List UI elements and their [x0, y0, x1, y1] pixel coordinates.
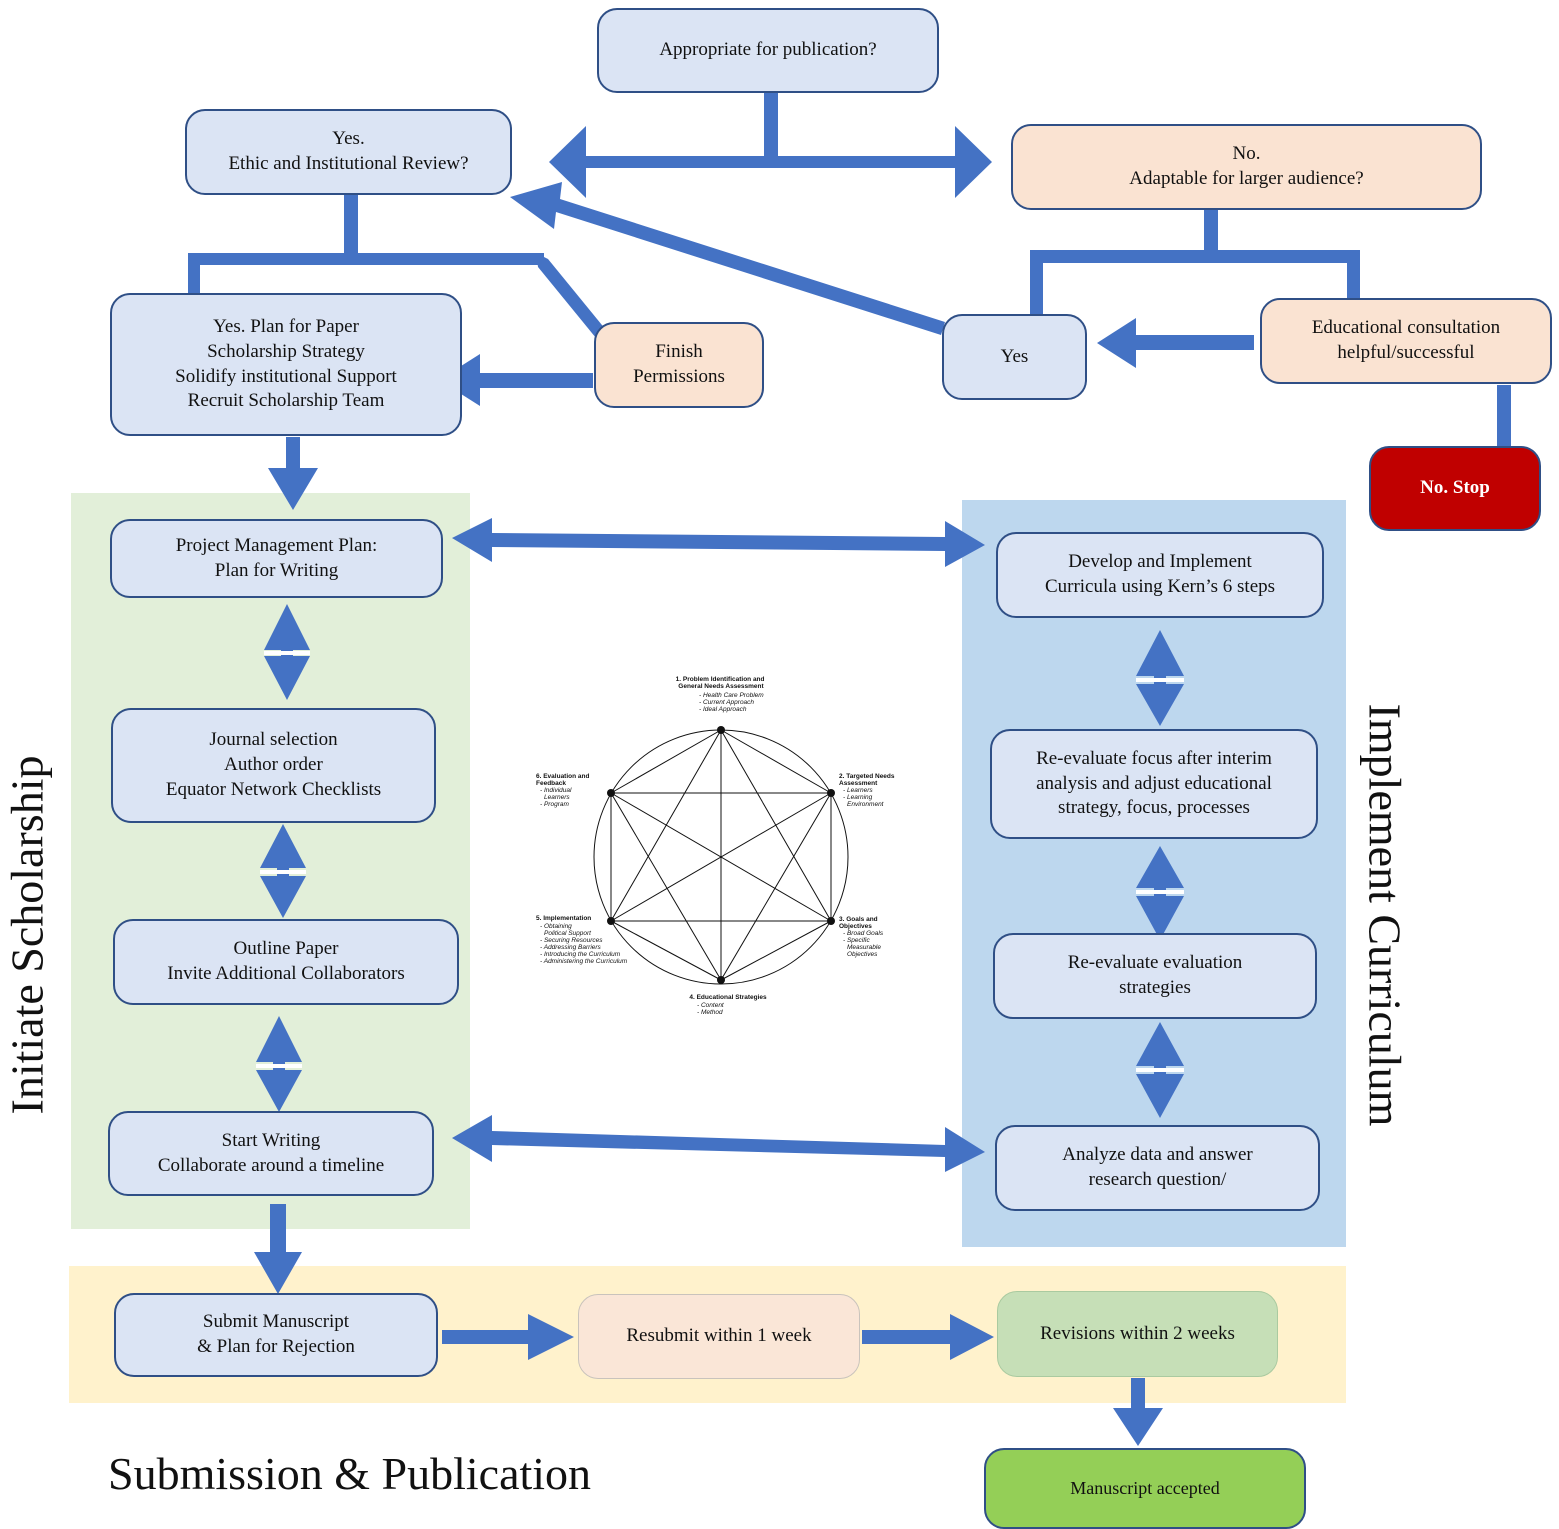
kern-list-item: Political Support [544, 930, 592, 937]
educational-consultation-box: Educational consultation helpful/success… [1260, 298, 1552, 384]
no-adaptable-box: No. Adaptable for larger audience? [1011, 124, 1482, 210]
kern-list-item: - Obtaining [540, 923, 572, 930]
arrow-finish-to-plan [439, 354, 593, 406]
journal-selection-box: Journal selection Author order Equator N… [111, 708, 436, 823]
double-arrow-project-develop [452, 518, 985, 567]
appropriate-for-publication-box: Appropriate for publication? [597, 8, 939, 93]
kern-list-item: - Introducing the Curriculum [540, 951, 621, 958]
kern-diagram-background [495, 655, 937, 1021]
kern-step1-items: - Health Care Problem- Current Approach-… [699, 692, 764, 713]
kern-list-item: - Addressing Barriers [540, 944, 602, 951]
kern-list-item: - Administering the Curriculum [540, 958, 628, 965]
reevaluate-evaluation-box: Re-evaluate evaluation strategies [993, 933, 1317, 1019]
manuscript-accepted-box: Manuscript accepted [984, 1448, 1306, 1529]
kern-list-item: - Specific [843, 937, 870, 944]
kern-step3-title: 3. Goals and Objectives [839, 916, 879, 930]
kern-list-item: - Content [697, 1002, 725, 1009]
connector-to-finish-permissions [536, 253, 606, 338]
arrow-submit-to-resubmit [442, 1314, 574, 1360]
develop-implement-box: Develop and Implement Curricula using Ke… [996, 532, 1324, 618]
kern-list-item: Learners [544, 794, 570, 801]
finish-permissions-box: Finish Permissions [594, 322, 764, 408]
project-management-plan-box: Project Management Plan: Plan for Writin… [110, 519, 443, 598]
submission-publication-label: Submission & Publication [108, 1448, 592, 1499]
kern-list-item: - Learners [843, 787, 873, 794]
yes-box: Yes [942, 314, 1087, 400]
double-arrow-yes-no [549, 126, 992, 198]
kern-step5-title: 5. Implementation [536, 915, 591, 922]
arrow-consultation-to-yes [1097, 318, 1254, 368]
arrow-resubmit-to-revisions [862, 1314, 994, 1360]
submit-manuscript-box: Submit Manuscript & Plan for Rejection [114, 1293, 438, 1377]
kern-six-steps-diagram: 1. Problem Identification and General Ne… [536, 676, 896, 1016]
kern-list-item: - Broad Goals [843, 930, 884, 937]
connector-appropriate-stem [764, 92, 778, 156]
yes-ethic-review-box: Yes. Ethic and Institutional Review? [185, 109, 512, 195]
kern-node-2 [827, 789, 835, 797]
resubmit-box: Resubmit within 1 week [578, 1294, 860, 1379]
kern-list-item: - Health Care Problem [699, 692, 764, 699]
kern-node-6 [607, 789, 615, 797]
kern-step4-items: - Content- Method [697, 1002, 725, 1016]
kern-node-4 [717, 976, 725, 984]
connector-ethic-stem [344, 195, 358, 265]
no-stop-box: No. Stop [1369, 446, 1541, 531]
double-arrow-writing-analyze [452, 1115, 985, 1172]
kern-node-5 [607, 917, 615, 925]
revisions-box: Revisions within 2 weeks [997, 1291, 1278, 1377]
outline-paper-box: Outline Paper Invite Additional Collabor… [113, 919, 459, 1005]
arrow-revisions-to-accepted [1113, 1378, 1163, 1446]
kern-list-item: Environment [847, 801, 885, 808]
arrow-yes-to-ethic [510, 182, 945, 335]
kern-node-3 [827, 917, 835, 925]
yes-plan-for-paper-box: Yes. Plan for Paper Scholarship Strategy… [110, 293, 462, 436]
kern-node-1 [717, 726, 725, 734]
connector-no-stem [1204, 210, 1218, 262]
reevaluate-focus-box: Re-evaluate focus after interim analysis… [990, 729, 1318, 839]
analyze-data-box: Analyze data and answer research questio… [995, 1125, 1320, 1211]
kern-list-item: - Individual [540, 787, 572, 794]
arrow-plan-to-project [268, 437, 318, 510]
implement-curriculum-label: Implement Curriculum [1359, 703, 1411, 1127]
kern-step2-title: 2. Targeted Needs Assessment [839, 773, 896, 787]
kern-list-item: Objectives [847, 951, 878, 958]
kern-step1-title: 1. Problem Identification and General Ne… [676, 676, 767, 690]
start-writing-box: Start Writing Collaborate around a timel… [108, 1111, 434, 1196]
kern-list-item: - Program [540, 801, 569, 808]
kern-list-item: Measurable [847, 944, 881, 951]
kern-list-item: - Ideal Approach [699, 706, 747, 713]
connector-consultation-to-stop [1497, 385, 1511, 447]
kern-step4-title: 4. Educational Strategies [689, 994, 767, 1001]
arrow-writing-to-submit [254, 1204, 302, 1294]
kern-list-item: - Current Approach [699, 699, 754, 706]
kern-list-item: - Method [697, 1009, 723, 1016]
kern-list-item: - Securing Resources [540, 937, 603, 944]
kern-list-item: - Learning [843, 794, 873, 801]
kern-step6-title: 6. Evaluation and Feedback [536, 773, 591, 787]
initiate-scholarship-label: Initiate Scholarship [1, 755, 53, 1115]
